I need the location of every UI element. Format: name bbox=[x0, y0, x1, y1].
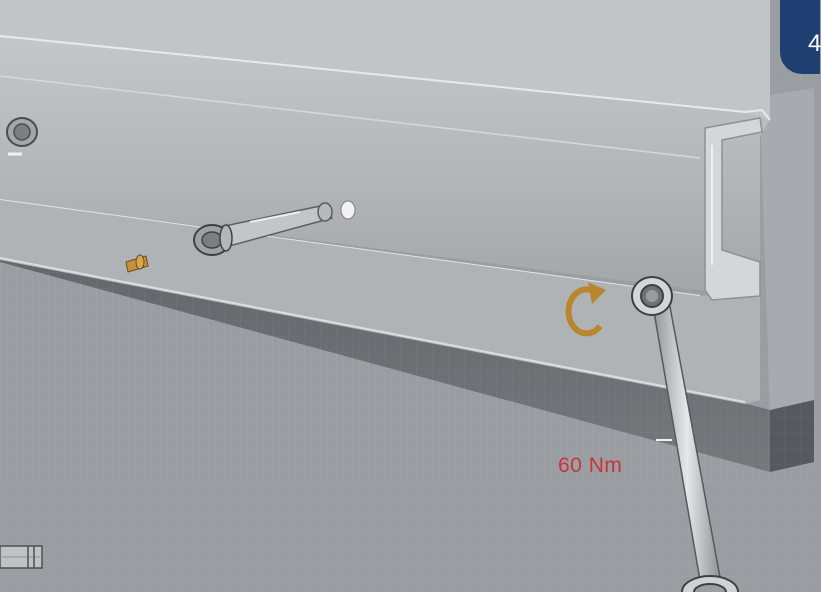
step-badge: 4 bbox=[780, 0, 821, 74]
spare-anchor-bolt-icon bbox=[0, 545, 43, 569]
rail-groove bbox=[0, 75, 701, 159]
step-number: 4 bbox=[808, 30, 821, 57]
flange-edge bbox=[0, 257, 746, 403]
torque-label: 60 Nm bbox=[558, 454, 623, 477]
dowel-pin-icon bbox=[125, 254, 149, 273]
rail-top-lip bbox=[0, 0, 770, 120]
wall-block bbox=[740, 88, 814, 410]
expansion-anchor-bolt-icon bbox=[193, 202, 334, 256]
ring-wrench-icon bbox=[631, 276, 739, 592]
mounting-hole bbox=[340, 200, 356, 220]
rail-lower-flange bbox=[0, 200, 760, 404]
clockwise-rotation-arrow-icon bbox=[565, 282, 606, 337]
rail-highlight bbox=[0, 35, 771, 121]
hex-nut-icon bbox=[6, 117, 38, 156]
rail-end-profile bbox=[704, 117, 763, 301]
